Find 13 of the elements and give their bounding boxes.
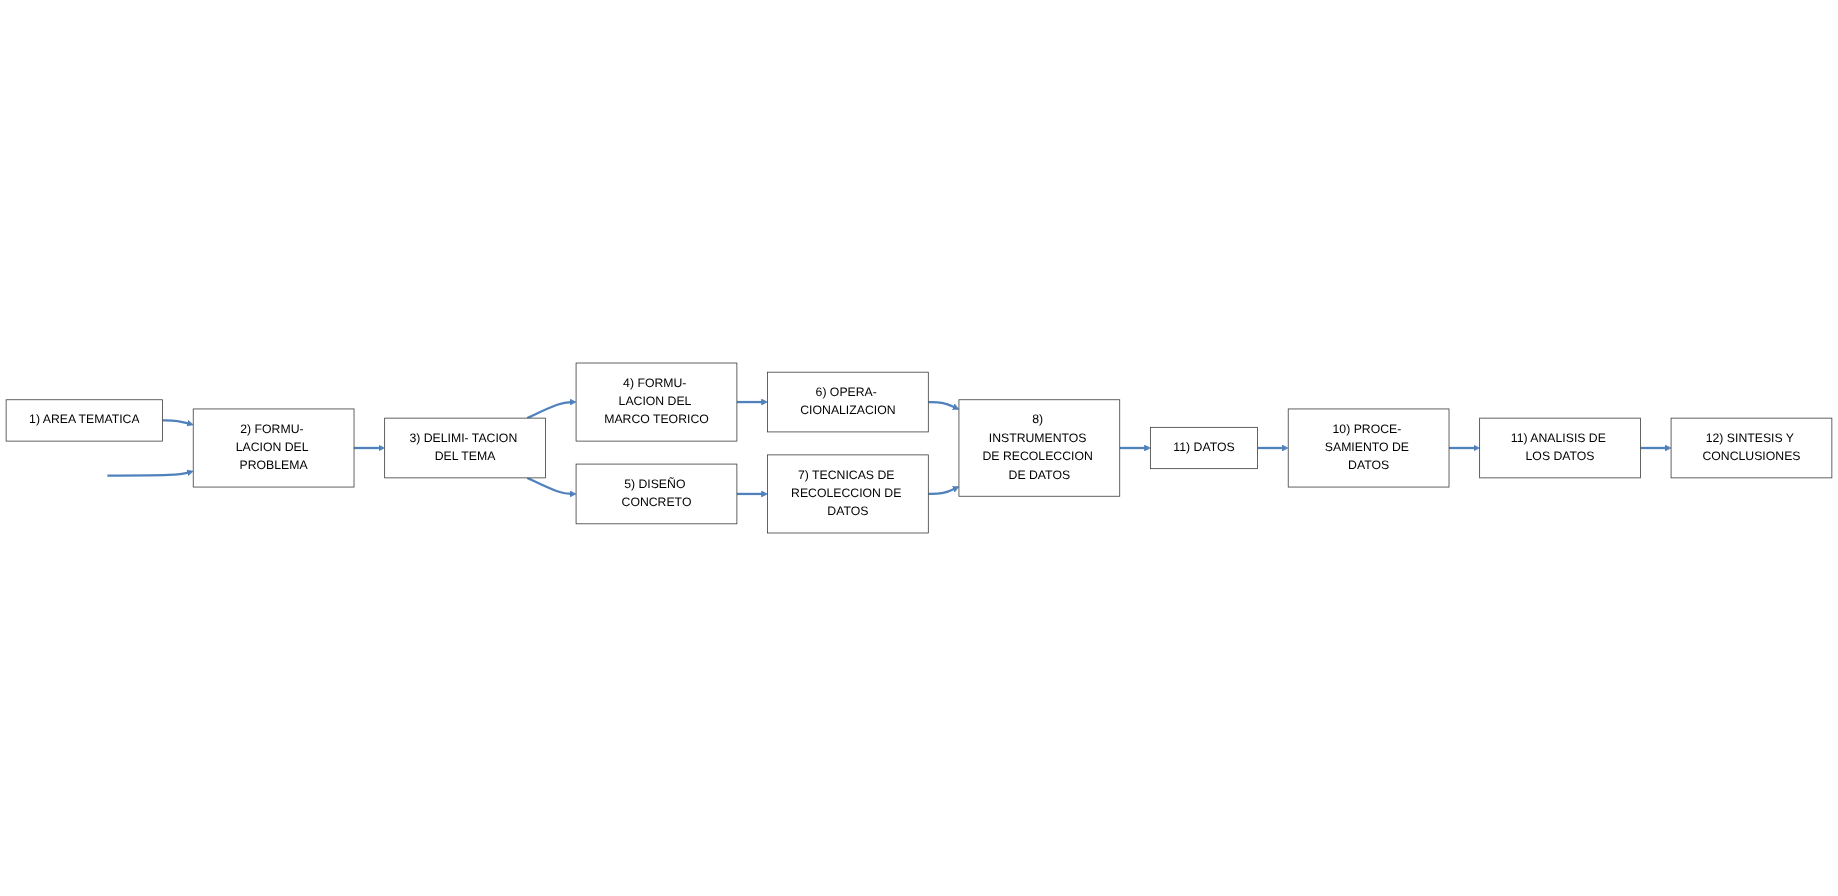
arrow [1449,444,1480,452]
arrow [928,486,960,496]
arrow [526,398,577,420]
arrow [928,400,960,410]
arrow [1119,444,1151,452]
arrow [526,476,577,498]
arrow [354,444,385,452]
arrow [107,469,194,477]
arrow [736,490,768,498]
arrow [736,398,768,406]
arrow [1640,444,1672,452]
arrow [1257,444,1289,452]
arrow [162,419,194,427]
